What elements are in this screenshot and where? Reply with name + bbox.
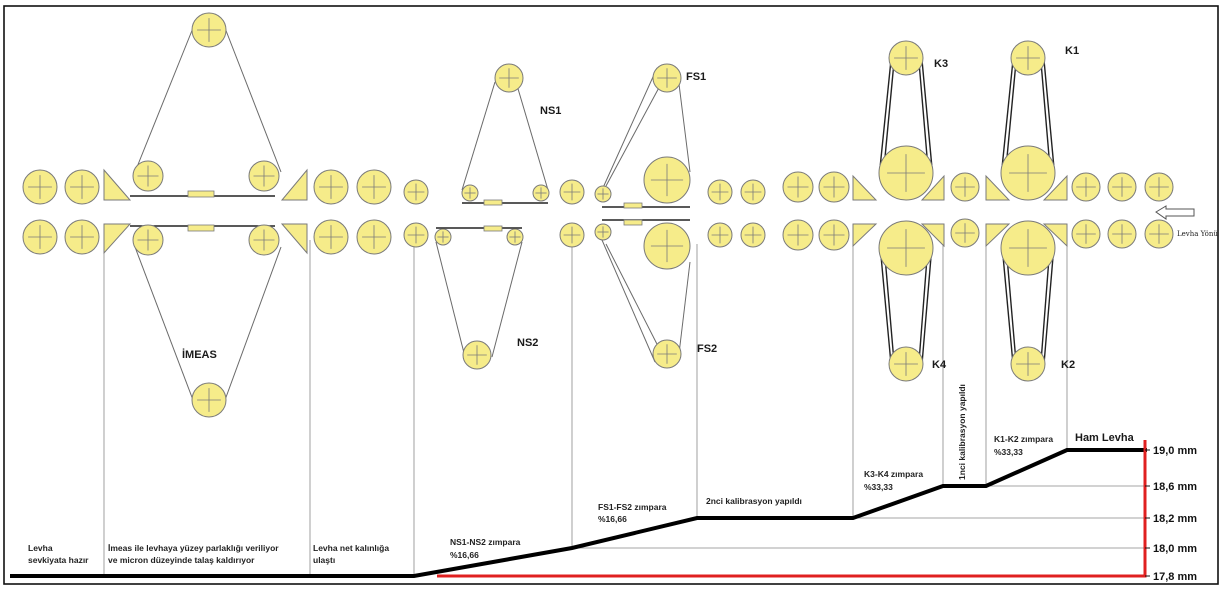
roller-icon — [707, 222, 733, 248]
roller-icon — [559, 179, 585, 205]
label-imeas: İMEAS — [182, 348, 217, 361]
roller-icon — [191, 12, 227, 48]
roller-icon — [532, 184, 550, 202]
roller-icon — [64, 169, 100, 205]
roller-icon — [652, 339, 682, 369]
roller-icon — [1071, 219, 1101, 249]
roller-icon — [707, 179, 733, 205]
roller-icon — [1144, 172, 1174, 202]
roller-icon — [878, 220, 934, 276]
roller-icon — [494, 63, 524, 93]
caption-k12-2: %33,33 — [994, 447, 1023, 457]
caption-kalib1: 1nci kalibrasyon yapıldı — [957, 384, 967, 480]
roller-icon — [356, 169, 392, 205]
pressure-pads — [187, 190, 643, 232]
label-k4: K4 — [932, 359, 947, 371]
caption-net-2: ulaştı — [313, 555, 335, 565]
caption-net-1: Levha net kalınlığa — [313, 543, 389, 553]
roller-icon — [950, 172, 980, 202]
roller-icon — [191, 382, 227, 418]
roller-icon — [462, 340, 492, 370]
diagram-frame — [3, 5, 1219, 585]
thickness-profile-line — [10, 448, 1147, 578]
caption-imeas-1: İmeas ile levhaya yüzey parlaklığı veril… — [108, 543, 279, 553]
label-k3: K3 — [934, 58, 948, 70]
scale-19-0: 19,0 mm — [1153, 445, 1197, 457]
roller-icon — [461, 184, 479, 202]
scale-17-8: 17,8 mm — [1153, 571, 1197, 583]
roller-icon — [403, 222, 429, 248]
roller-icon — [950, 218, 980, 248]
roller-icon — [559, 222, 585, 248]
caption-kalib2: 2nci kalibrasyon yapıldı — [706, 496, 802, 506]
roller-icon — [22, 169, 58, 205]
label-ham-levha: Ham Levha — [1075, 432, 1135, 444]
roller-icon — [434, 228, 452, 246]
roller-icon — [1010, 346, 1046, 382]
roller-icon — [356, 219, 392, 255]
roller-icon — [878, 145, 934, 201]
label-ns1: NS1 — [540, 105, 561, 117]
roller-icon — [652, 63, 682, 93]
roller-icon — [782, 219, 814, 251]
caption-sevkiyat-1: Levha — [28, 543, 53, 553]
roller-icon — [818, 171, 850, 203]
direction-arrow-icon — [1155, 205, 1195, 220]
roller-icon — [594, 185, 612, 203]
rollers — [22, 12, 1174, 418]
roller-icon — [132, 224, 164, 256]
roller-icon — [506, 228, 524, 246]
roller-icon — [1107, 219, 1137, 249]
guide-wedges — [103, 168, 1068, 255]
scale-ticks — [1145, 449, 1150, 577]
roller-icon — [1071, 172, 1101, 202]
roller-icon — [132, 160, 164, 192]
roller-icon — [248, 224, 280, 256]
roller-icon — [1000, 145, 1056, 201]
guide-lines — [103, 240, 1147, 576]
roller-icon — [594, 223, 612, 241]
roller-icon — [643, 156, 691, 204]
caption-ns-2: %16,66 — [450, 550, 479, 560]
label-fs2: FS2 — [697, 343, 717, 355]
roller-icon — [888, 346, 924, 382]
roller-icon — [64, 219, 100, 255]
caption-k34-1: K3-K4 zımpara — [864, 469, 923, 479]
caption-fs-1: FS1-FS2 zımpara — [598, 502, 667, 512]
roller-icon — [1000, 220, 1056, 276]
belts — [130, 27, 1055, 401]
caption-imeas-2: ve micron düzeyinde talaş kaldırıyor — [108, 555, 255, 565]
caption-fs-2: %16,66 — [598, 514, 627, 524]
roller-icon — [782, 171, 814, 203]
roller-icon — [22, 219, 58, 255]
caption-k12-1: K1-K2 zımpara — [994, 434, 1053, 444]
roller-icon — [888, 40, 924, 76]
roller-icon — [313, 169, 349, 205]
scale-18-6: 18,6 mm — [1153, 481, 1197, 493]
label-levha-yonu: Levha Yönü — [1177, 230, 1218, 238]
roller-icon — [313, 219, 349, 255]
roller-icon — [740, 222, 766, 248]
scale-18-0: 18,0 mm — [1153, 543, 1197, 555]
roller-icon — [248, 160, 280, 192]
label-ns2: NS2 — [517, 337, 538, 349]
scale-18-2: 18,2 mm — [1153, 513, 1197, 525]
roller-icon — [818, 219, 850, 251]
roller-icon — [1010, 40, 1046, 76]
caption-k34-2: %33,33 — [864, 482, 893, 492]
label-fs1: FS1 — [686, 71, 706, 83]
roller-icon — [740, 179, 766, 205]
roller-icon — [403, 179, 429, 205]
roller-icon — [1107, 172, 1137, 202]
caption-ns-1: NS1-NS2 zımpara — [450, 537, 521, 547]
caption-sevkiyat-2: sevkiyata hazır — [28, 555, 89, 565]
roller-icon — [643, 222, 691, 270]
label-k1: K1 — [1065, 45, 1079, 57]
label-k2: K2 — [1061, 359, 1075, 371]
roller-icon — [1144, 219, 1174, 249]
